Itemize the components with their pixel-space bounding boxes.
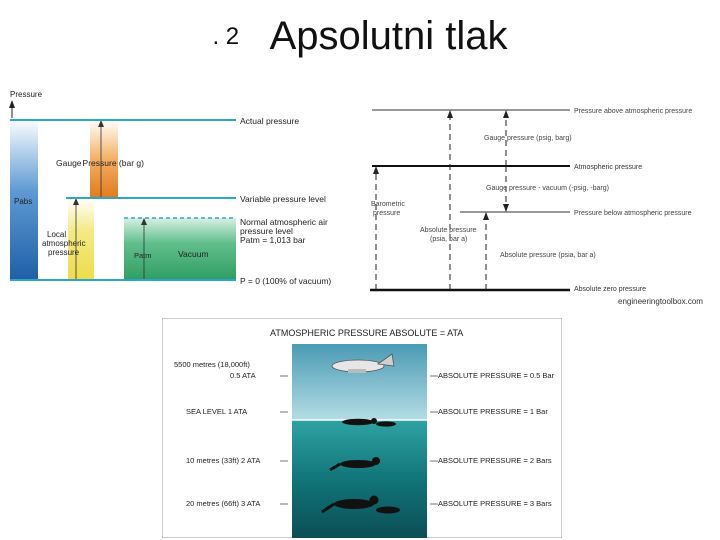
ata-depth-diagram: ATMOSPHERIC PRESSURE ABSOLUTE = ATA 5500… — [162, 318, 562, 538]
pabs-label: Pabs — [14, 197, 32, 206]
patm-label: Patm — [134, 251, 152, 260]
absolute-b-label: Absolute pressure (psia, bar a) — [500, 252, 596, 259]
patm-arrow-icon — [141, 218, 147, 225]
local-label-2: atmospheric — [42, 239, 86, 248]
normal-level-label-3: Patm = 1,013 bar — [240, 235, 306, 245]
gauge-vacuum-label: Gauge pressure - vacuum (-psig, -barg) — [486, 185, 609, 192]
row-2-left: SEA LEVEL 1 ATA — [186, 407, 247, 416]
gauge-arrow-icon — [98, 120, 104, 127]
row-1-left-2: 0.5 ATA — [230, 371, 256, 380]
slide-title-bar: . 2 Apsolutni tlak — [0, 14, 720, 59]
sky-region — [292, 344, 427, 420]
slide-number: . 2 — [212, 22, 240, 50]
source-credit: engineeringtoolbox.com — [618, 297, 703, 306]
gauge-pressure-column — [90, 120, 118, 198]
absolute-pressure-column — [10, 118, 38, 280]
vacuum-arrow-icon — [503, 204, 509, 212]
airplane-icon — [331, 353, 395, 373]
diver-icon-10m — [329, 457, 380, 472]
ata-title: ATMOSPHERIC PRESSURE ABSOLUTE = ATA — [270, 328, 463, 338]
row-1-right: ABSOLUTE PRESSURE = 0.5 Bar — [438, 371, 555, 380]
gauge-label: GaugePressure (bar g) — [56, 158, 144, 168]
sea-region — [292, 420, 427, 538]
vacuum-region — [124, 218, 236, 280]
normal-level-label-2: pressure level — [240, 226, 293, 236]
row-4-right: ABSOLUTE PRESSURE = 3 Bars — [438, 499, 552, 508]
gauge-psig-arrow-icon — [503, 110, 509, 118]
local-label-3: pressure — [48, 248, 80, 257]
above-label: Pressure above atmospheric pressure — [574, 108, 692, 115]
row-3-left: 10 metres (33ft) 2 ATA — [186, 456, 260, 465]
normal-level-label-1: Normal atmospheric air — [240, 217, 328, 227]
barometric-label-1: Barometric — [371, 201, 405, 208]
below-label: Pressure below atmospheric pressure — [574, 210, 692, 217]
atmospheric-label: Atmospheric pressure — [574, 164, 642, 171]
absolute-b-arrow-icon — [483, 212, 489, 220]
axis-label: Pressure — [10, 90, 43, 99]
barometric-arrow-icon — [373, 166, 379, 174]
row-3-right: ABSOLUTE PRESSURE = 2 Bars — [438, 456, 552, 465]
slide-title: Apsolutni tlak — [269, 14, 508, 58]
row-4-left: 20 metres (66ft) 3 ATA — [186, 499, 260, 508]
pressure-levels-diagram: Pressure Pabs Local atmospheric pressure… — [9, 90, 331, 286]
diver-icon-surface — [342, 418, 396, 427]
absolute-a-label-2: (psia, bar a) — [430, 236, 467, 243]
row-2-right: ABSOLUTE PRESSURE = 1 Bar — [438, 407, 548, 416]
gauge-vs-absolute-diagram: Pressure above atmospheric pressure Gaug… — [370, 108, 703, 306]
gauge-psig-label: Gauge pressure (psig, barg) — [484, 135, 572, 142]
local-atmospheric-column — [68, 198, 94, 280]
actual-pressure-label: Actual pressure — [240, 116, 299, 126]
absolute-zero-label: Absolute zero pressure — [574, 286, 646, 293]
axis-arrow-icon — [9, 100, 15, 108]
vacuum-label: Vacuum — [178, 249, 209, 259]
absolute-a-label-1: Absolute pressure — [420, 227, 477, 234]
barometric-label-2: pressure — [373, 210, 400, 217]
local-label-1: Local — [47, 230, 66, 239]
variable-pressure-label: Variable pressure level — [240, 194, 326, 204]
absolute-a-arrow-icon — [447, 110, 453, 118]
row-1-left-1: 5500 metres (18,000ft) — [174, 360, 250, 369]
diver-icon-20m — [321, 495, 400, 514]
local-arrow-icon — [73, 198, 79, 205]
zero-pressure-label: P = 0 (100% of vacuum) — [240, 276, 331, 286]
